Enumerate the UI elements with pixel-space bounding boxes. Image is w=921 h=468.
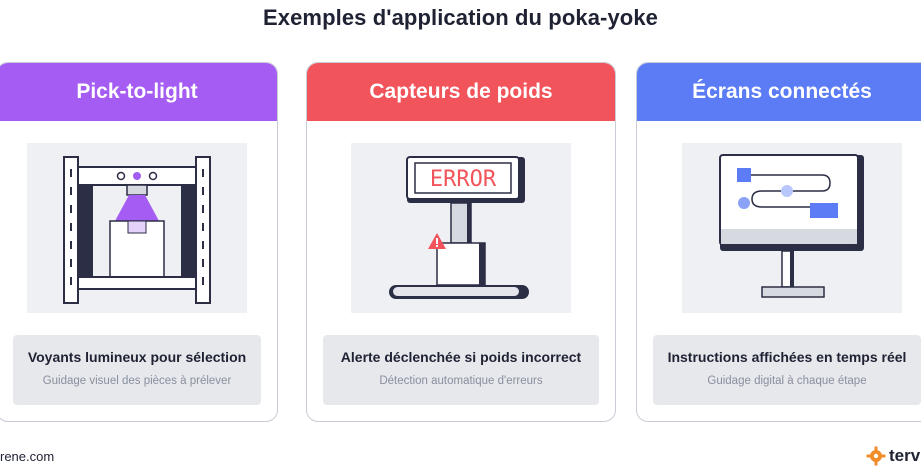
card-ecrans-connectes: Écrans connectés Instructions affi [636, 62, 921, 422]
gear-icon [866, 446, 886, 466]
logo-text: terv [889, 446, 921, 465]
caption-box: Instructions affichées en temps réel Gui… [653, 335, 921, 405]
error-text: ERROR [430, 167, 497, 192]
card-header: Pick-to-light [0, 63, 277, 121]
card-header: Écrans connectés [637, 63, 921, 121]
caption-title: Instructions affichées en temps réel [667, 349, 907, 365]
shelf-with-light-icon [63, 156, 211, 304]
caption-title: Voyants lumineux pour sélection [27, 349, 247, 365]
caption-box: Alerte déclenchée si poids incorrect Dét… [323, 335, 599, 405]
weighing-scale-icon: ERROR [389, 156, 529, 299]
footer-website: rene.com [0, 449, 55, 464]
card-capteurs-de-poids: Capteurs de poids ERROR [306, 62, 616, 422]
footer-logo: terv [866, 446, 920, 466]
monitor-flowchart-icon [719, 154, 864, 298]
card-header: Capteurs de poids [307, 63, 615, 121]
card-title: Capteurs de poids [369, 80, 553, 103]
card-title: Écrans connectés [692, 80, 872, 103]
illustration-area: ERROR [307, 143, 615, 313]
illustration-area [637, 143, 921, 313]
card-title: Pick-to-light [76, 80, 198, 103]
caption-box: Voyants lumineux pour sélection Guidage … [13, 335, 261, 405]
caption-subtitle: Guidage visuel des pièces à prélever [42, 375, 232, 387]
caption-subtitle: Guidage digital à chaque étape [707, 375, 867, 387]
page-title: Exemples d'application du poka-yoke [262, 5, 659, 30]
caption-subtitle: Détection automatique d'erreurs [379, 375, 543, 387]
card-pick-to-light: Pick-to-light [0, 62, 278, 422]
caption-title: Alerte déclenchée si poids incorrect [340, 349, 582, 365]
illustration-area [0, 143, 277, 313]
